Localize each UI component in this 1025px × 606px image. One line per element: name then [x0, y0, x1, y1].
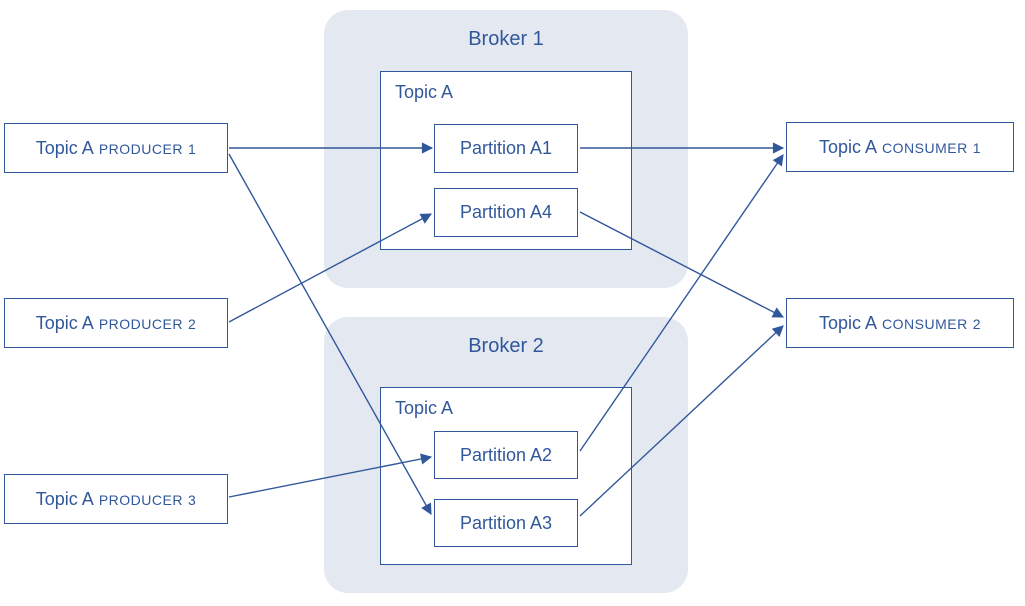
- consumer-1-label: Topic A CONSUMER 1: [819, 137, 981, 158]
- partition-a3: Partition A3: [434, 499, 578, 547]
- producer-3-role-text: PRODUCER: [98, 491, 183, 508]
- consumer-1-role-text: CONSUMER: [882, 139, 968, 156]
- producer-3-label: Topic A PRODUCER 3: [36, 489, 196, 510]
- producer-1-role-text: PRODUCER: [98, 140, 183, 157]
- consumer-2-label: Topic A CONSUMER 2: [819, 313, 981, 334]
- producer-2-box: Topic A PRODUCER 2: [4, 298, 228, 348]
- producer-2-topic-text: Topic A: [35, 312, 94, 333]
- producer-3-box: Topic A PRODUCER 3: [4, 474, 228, 524]
- consumer-1-topic-text: Topic A: [818, 136, 878, 157]
- producer-2-role-text: PRODUCER: [98, 315, 183, 332]
- broker-2-title: Broker 2: [468, 335, 544, 357]
- consumer-2-topic-text: Topic A: [818, 312, 878, 333]
- consumer-2-index-text: 2: [972, 315, 981, 332]
- producer-1-topic-text: Topic A: [35, 137, 94, 158]
- broker-1-container: Broker 1 Topic A Partition A1 Partition …: [324, 10, 688, 288]
- producer-1-box: Topic A PRODUCER 1: [4, 123, 228, 173]
- partition-a4: Partition A4: [434, 188, 578, 237]
- producer-2-index-text: 2: [187, 315, 197, 332]
- producer-3-topic-text: Topic A: [35, 488, 94, 509]
- broker-1-topic-box: Topic A Partition A1 Partition A4: [380, 71, 632, 250]
- consumer-2-box: Topic A CONSUMER 2: [786, 298, 1014, 348]
- broker-2-topic-label: Topic A: [395, 398, 454, 418]
- producer-3-index-text: 3: [187, 491, 197, 508]
- broker-2-topic-box: Topic A Partition A2 Partition A3: [380, 387, 632, 565]
- consumer-1-box: Topic A CONSUMER 1: [786, 122, 1014, 172]
- broker-1-title: Broker 1: [468, 28, 544, 50]
- producer-1-label: Topic A PRODUCER 1: [36, 138, 196, 159]
- producer-2-label: Topic A PRODUCER 2: [36, 313, 196, 334]
- partition-a2: Partition A2: [434, 431, 578, 479]
- consumer-1-index-text: 1: [972, 139, 981, 156]
- producer-1-index-text: 1: [187, 140, 197, 157]
- partition-a1: Partition A1: [434, 124, 578, 173]
- broker-1-topic-label: Topic A: [395, 82, 454, 102]
- broker-2-container: Broker 2 Topic A Partition A2 Partition …: [324, 317, 688, 593]
- consumer-2-role-text: CONSUMER: [882, 315, 968, 332]
